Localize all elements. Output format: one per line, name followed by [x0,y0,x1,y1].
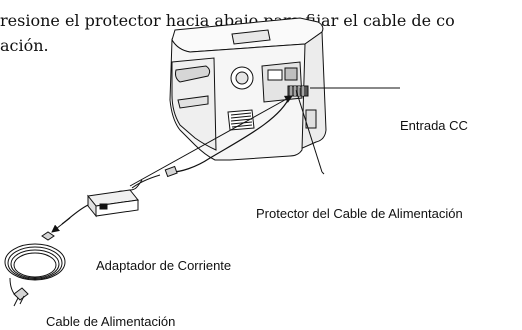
label-power-adapter: Adaptador de Corriente [96,258,232,273]
vent-grille [227,109,255,131]
device-unit [169,17,327,161]
label-power-cable: Cable de Alimentación [46,314,176,329]
leader-cable-protector [295,89,323,173]
instruction-line-1: resione el protector hacia abajo para fi… [0,11,455,30]
cord-arrow [51,217,71,233]
dc-plug [117,165,178,193]
dc-cable [171,95,291,173]
power-adapter-brick [87,189,139,218]
connection-arrow [129,95,293,187]
instruction-line-2: ación. [0,36,49,55]
coiled-power-cable [4,231,66,307]
leader-cable-protector-tip [321,171,325,175]
instruction-text: resione el protector hacia abajo para fi… [0,8,522,58]
dc-input-jack [287,85,309,97]
label-cable-protector: Protector del Cable de Alimentación [256,206,463,221]
label-dc-input: Entrada CC [400,118,468,133]
